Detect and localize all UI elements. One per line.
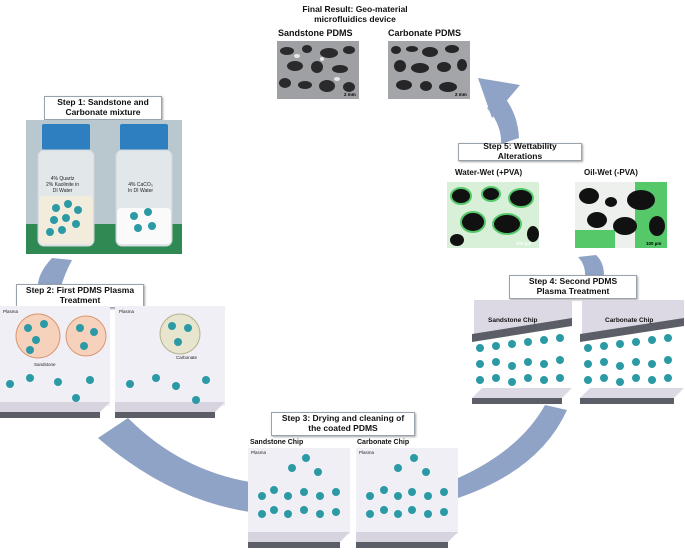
oil-wet-scale: 100 µm bbox=[646, 241, 662, 246]
sandstone-circle-2 bbox=[65, 315, 107, 357]
step3-plasma-left: Plasma bbox=[251, 450, 267, 455]
right-bottle-cap bbox=[120, 124, 168, 150]
step4-diagram bbox=[472, 300, 684, 404]
step3-diagram bbox=[248, 448, 458, 548]
step4-sandstone-chip: Sandstone Chip bbox=[488, 317, 538, 324]
step2-carbonate-label: Carbonate bbox=[176, 355, 198, 360]
final-result-title: Final Result: Geo-material microfluidics… bbox=[302, 4, 408, 25]
carbonate-circle bbox=[159, 313, 201, 355]
step2-plasma-left: Plasma bbox=[3, 309, 19, 314]
step2-diagram bbox=[0, 306, 225, 418]
step3-plasma-right: Plasma bbox=[359, 450, 375, 455]
step3-title: Step 3: Drying and cleaning of the coate… bbox=[271, 412, 415, 436]
step1-photo bbox=[26, 120, 182, 254]
step4-title: Step 4: Second PDMS Plasma Treatment bbox=[509, 275, 637, 299]
left-bottle-label: 4% Quartz 2% Kaolinite in DI Water bbox=[46, 176, 80, 194]
arrow-segment-step4-step5 bbox=[578, 255, 604, 278]
step5-title: Step 5: Wettability Alterations bbox=[458, 141, 582, 161]
arrow-segment-step1-step2 bbox=[37, 258, 72, 290]
sandstone-circle-1 bbox=[15, 313, 61, 359]
final-carbonate-label: Carbonate PDMS bbox=[388, 28, 462, 38]
oil-wet-label: Oil-Wet (-PVA) bbox=[584, 168, 638, 177]
step3-sandstone-chip: Sandstone Chip bbox=[250, 439, 304, 446]
step4-carbonate-chip: Carbonate Chip bbox=[605, 317, 654, 324]
arrow-segment-step3-step4 bbox=[458, 405, 567, 498]
carbonate-micro-image bbox=[388, 41, 470, 99]
water-wet-scale: 100 µm bbox=[516, 241, 532, 246]
step1-title: Step 1: Sandstone and Carbonate mixture bbox=[44, 96, 162, 120]
right-bottle-label: 4% CaCO₃ In DI Water bbox=[128, 182, 154, 194]
arrow-head bbox=[478, 78, 520, 118]
final-scale-left: 2 mm bbox=[344, 92, 356, 97]
arrow-segment-bottom bbox=[98, 418, 250, 512]
final-sandstone-label: Sandstone PDMS bbox=[278, 28, 353, 38]
step2-title: Step 2: First PDMS Plasma Treatment bbox=[16, 284, 144, 308]
step2-sandstone-label: Sandstone bbox=[34, 362, 56, 367]
sandstone-micro-image bbox=[277, 41, 359, 99]
step2-plasma-right: Plasma bbox=[119, 309, 135, 314]
water-wet-label: Water-Wet (+PVA) bbox=[455, 168, 523, 177]
oil-wet-image bbox=[575, 182, 667, 248]
final-scale-right: 2 mm bbox=[455, 92, 467, 97]
left-bottle-cap bbox=[42, 124, 90, 150]
water-wet-image bbox=[447, 182, 539, 248]
step3-carbonate-chip: Carbonate Chip bbox=[357, 439, 410, 446]
